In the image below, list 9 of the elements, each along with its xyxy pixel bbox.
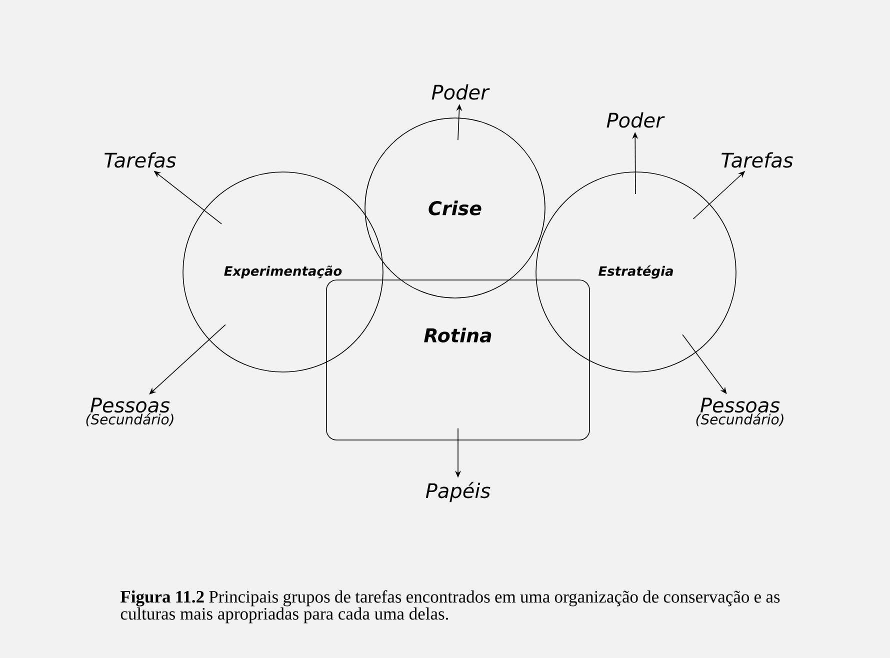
label: Pessoas (Secundário) xyxy=(696,398,784,426)
label: Tarefas xyxy=(104,152,176,168)
caption: Figura 11.2 Principais grupos de tarefas encontrados em uma organização de conservação e as culturas mais apropriadas para cada uma delas. xyxy=(120,590,780,624)
label: Poder xyxy=(432,84,490,100)
label: Tarefas xyxy=(722,152,793,168)
rounded-box: Rotina xyxy=(326,280,590,440)
label: Pessoas (Secundário) xyxy=(86,398,174,426)
label: Poder xyxy=(606,112,665,128)
label: Papéis xyxy=(426,482,490,502)
